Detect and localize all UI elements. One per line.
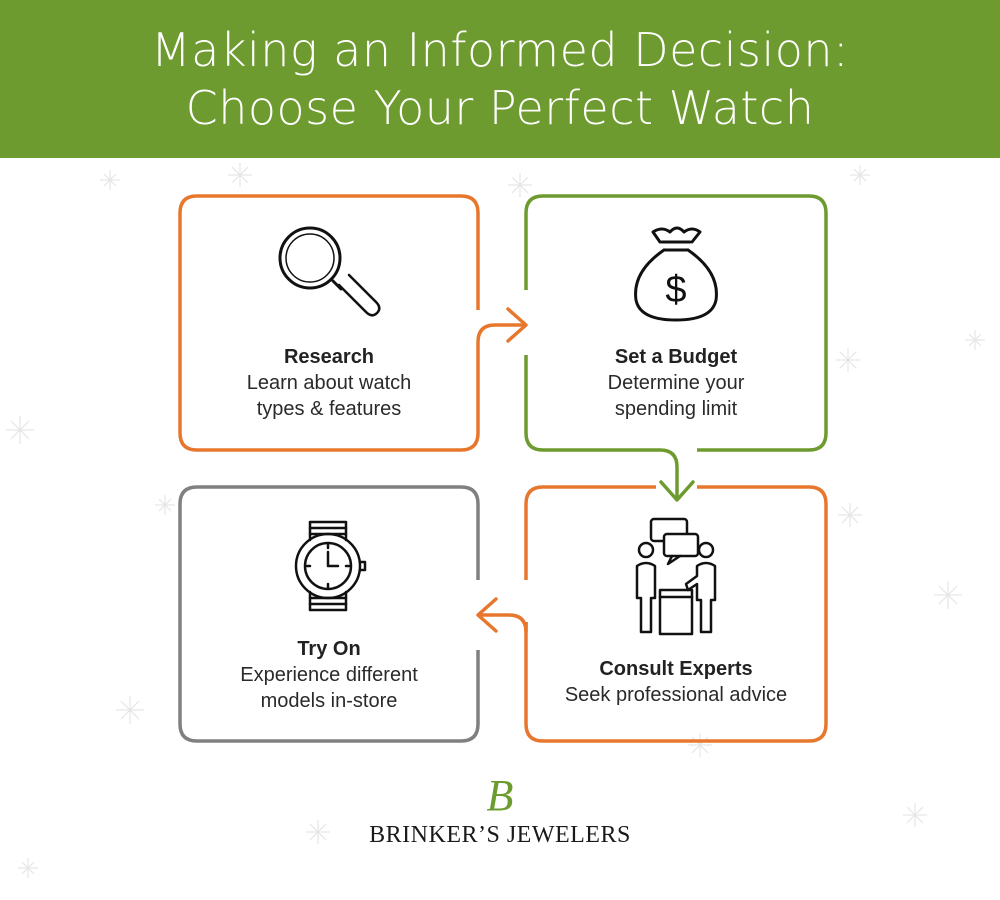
arrow-research-to-budget [476, 307, 528, 362]
money-bag-icon: $ [634, 226, 718, 322]
step-description: spending limit [614, 398, 738, 420]
svg-text:$: $ [665, 269, 686, 311]
step-description: Seek professional advice [564, 684, 788, 706]
step-tryon: Try On Experience different models in-st… [189, 636, 469, 714]
logo-name: BRINKER’S JEWELERS [369, 822, 631, 848]
arrow-budget-to-consult [659, 448, 695, 502]
step-consult: Consult Experts Seek professional advice [536, 656, 816, 708]
step-research: Research Learn about watch types & featu… [189, 344, 469, 422]
step-budget: Set a Budget Determine your spending lim… [536, 344, 816, 422]
step-description: Learn about watch [246, 372, 412, 394]
consultation-icon [635, 517, 717, 636]
step-description: Experience different [240, 664, 418, 686]
header-banner: Making an Informed Decision: Choose Your… [0, 0, 1000, 158]
step-title: Consult Experts [599, 658, 753, 680]
step-title: Research [283, 346, 375, 368]
svg-text:B: B [487, 771, 514, 820]
magnifier-icon [278, 226, 381, 317]
brand-logo: B BRINKER’S JEWELERS [350, 770, 650, 849]
title-line-2: Choose Your Perfect Watch [185, 81, 815, 135]
step-description: Determine your [607, 372, 745, 394]
step-box-research [178, 194, 480, 452]
logo-monogram-icon: B [487, 771, 514, 820]
step-title: Set a Budget [614, 346, 738, 368]
step-title: Try On [297, 638, 361, 660]
step-description: models in-store [260, 690, 398, 712]
arrow-consult-to-tryon [476, 597, 528, 633]
step-description: types & features [256, 398, 402, 420]
step-box-budget [524, 194, 828, 452]
wristwatch-icon [294, 520, 367, 612]
title-line-1: Making an Informed Decision: [150, 23, 850, 77]
step-box-consult [524, 485, 828, 743]
step-box-tryon [178, 485, 480, 743]
